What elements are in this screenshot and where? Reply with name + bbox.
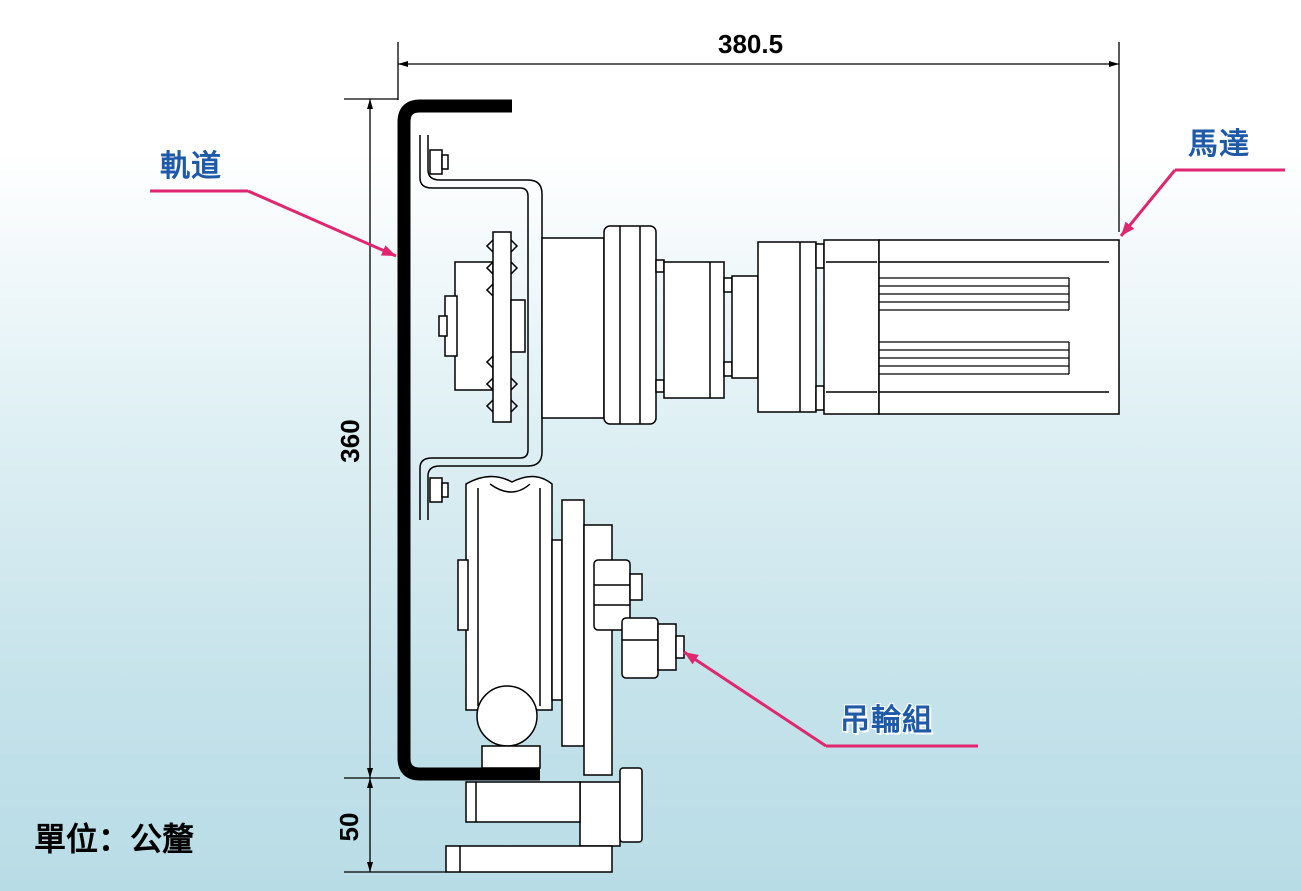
wheel-assembly-label: 吊輪組 [840,703,933,738]
gearbox [541,225,759,425]
dimension-width [397,42,1120,232]
rail-label: 軌道 [160,149,222,184]
dimension-base-label: 50 [334,812,364,842]
dimension-base [344,778,446,873]
leader-wheel-assembly [683,650,978,748]
wheel-assembly [445,475,685,873]
motor-label: 馬達 [1188,127,1250,162]
sprocket [438,231,526,423]
leader-motor [1119,168,1285,237]
dimension-height-label: 360 [335,419,365,463]
mounting-bracket [419,135,543,520]
rail-channel [397,99,540,781]
motor [757,239,1120,415]
units-label: 單位：公釐 [34,820,195,858]
leader-rail [150,189,397,258]
dimension-width-label: 380.5 [718,29,784,59]
